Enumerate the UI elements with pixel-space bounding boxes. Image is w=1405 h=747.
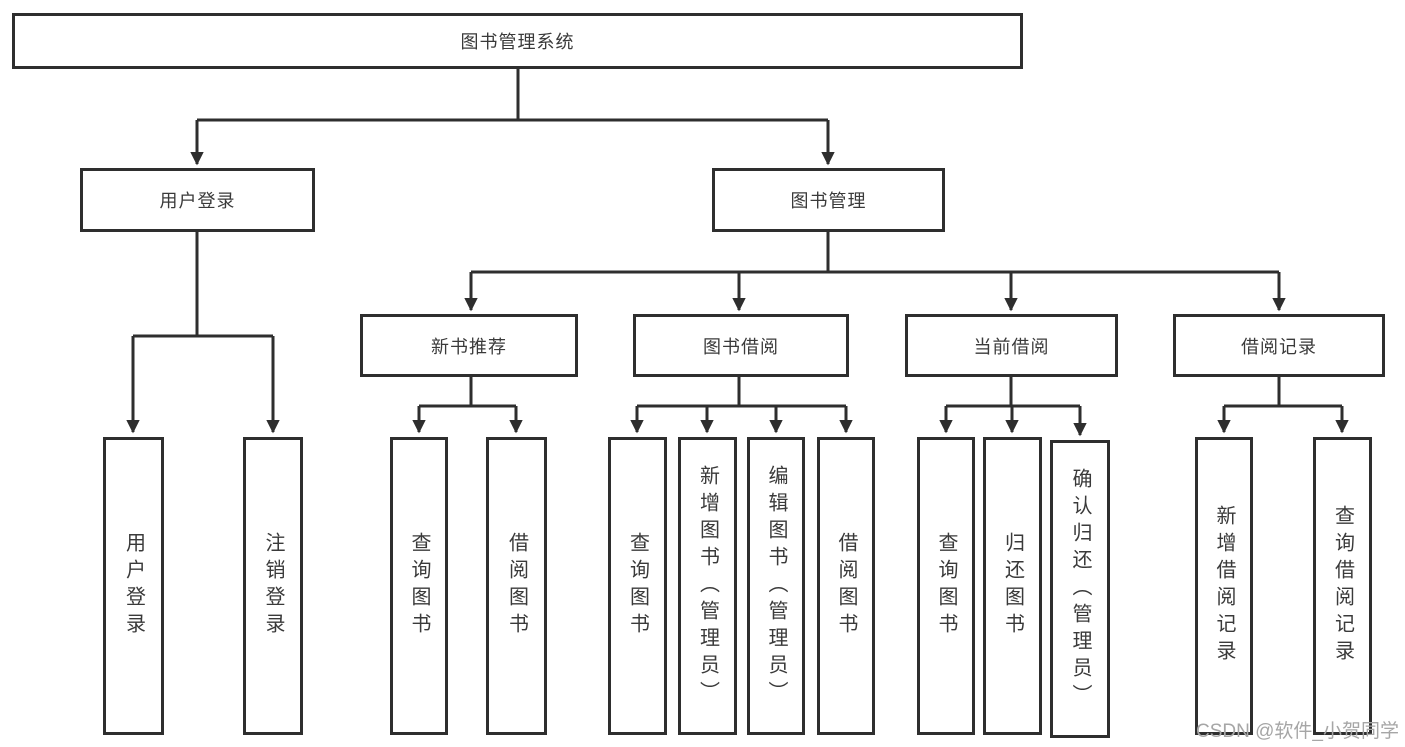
node-leaf-borrow-books: 借阅图书 [817, 437, 875, 735]
node-label: 归还图书 [1001, 532, 1024, 640]
node-leaf-return-books: 归还图书 [983, 437, 1042, 735]
node-label: 当前借阅 [973, 336, 1050, 357]
node-label: 借阅记录 [1241, 336, 1317, 357]
node-label: 查询图书 [935, 532, 957, 640]
node-label: 注销登录 [262, 532, 284, 640]
node-label: 查询图书 [408, 532, 430, 640]
node-label: 新增图书（管理员） [696, 464, 719, 708]
node-leaf-add-books-admin: 新增图书（管理员） [678, 437, 737, 735]
node-label: 查询借阅记录 [1331, 505, 1354, 667]
node-label: 新书推荐 [431, 336, 507, 357]
node-library-management-system: 图书管理系统 [12, 13, 1023, 69]
node-leaf-confirm-return-admin: 确认归还（管理员） [1050, 440, 1110, 738]
node-label: 新增借阅记录 [1213, 505, 1235, 667]
node-label: 图书借阅 [703, 336, 779, 357]
node-new-book-recommend: 新书推荐 [360, 314, 578, 377]
node-label: 用户登录 [159, 191, 236, 211]
node-current-borrow: 当前借阅 [905, 314, 1118, 377]
csdn-watermark: CSDN @软件_小贺同学 [1196, 721, 1399, 742]
node-leaf-query-books-borrow: 查询图书 [608, 437, 667, 735]
node-leaf-query-borrow-record: 查询借阅记录 [1313, 437, 1372, 735]
node-label: 用户登录 [122, 532, 145, 640]
node-label: 借阅图书 [835, 532, 857, 640]
node-label: 编辑图书（管理员） [765, 464, 787, 708]
node-book-borrow: 图书借阅 [633, 314, 849, 377]
node-label: 图书管理系统 [460, 32, 575, 52]
node-label: 查询图书 [626, 532, 649, 640]
node-leaf-user-login: 用户登录 [103, 437, 164, 735]
node-label: 确认归还（管理员） [1069, 467, 1091, 711]
node-leaf-add-borrow-record: 新增借阅记录 [1195, 437, 1253, 735]
node-leaf-query-books-recommend: 查询图书 [390, 437, 448, 735]
node-leaf-borrow-books-recommend: 借阅图书 [486, 437, 547, 735]
node-leaf-edit-books-admin: 编辑图书（管理员） [747, 437, 805, 735]
node-leaf-query-books-current: 查询图书 [917, 437, 975, 735]
node-user-login-group: 用户登录 [80, 168, 315, 232]
node-book-management: 图书管理 [712, 168, 945, 232]
node-leaf-logout: 注销登录 [243, 437, 303, 735]
node-label: 借阅图书 [505, 532, 528, 640]
node-borrow-records: 借阅记录 [1173, 314, 1385, 377]
node-label: 图书管理 [790, 191, 867, 211]
